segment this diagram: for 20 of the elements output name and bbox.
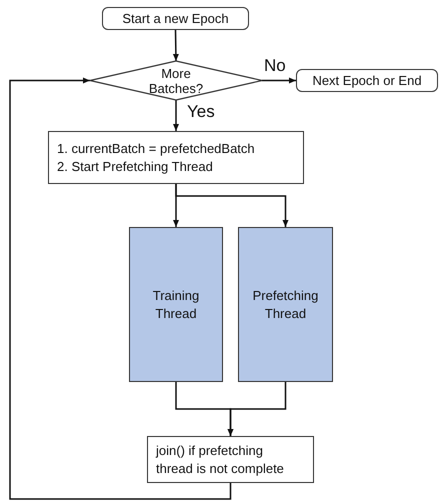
arrow: [172, 30, 179, 62]
node-text: More Batches?: [148, 66, 204, 96]
arrow: [9, 78, 232, 500]
node-text: 1. currentBatch = prefetchedBatch: [57, 140, 255, 158]
terminal-box: [296, 69, 438, 92]
node-text: Training Thread: [152, 286, 200, 322]
arrow: [228, 382, 286, 436]
terminal-box: [102, 7, 249, 30]
arrow: [175, 184, 288, 227]
node-text: Next Epoch or End: [312, 72, 422, 90]
process-box: [147, 436, 314, 483]
node-text: Prefetching Thread: [252, 286, 320, 322]
node-text: join() if prefetching thread is not complete: [156, 442, 285, 478]
thread-box: [238, 227, 333, 382]
thread-box: [129, 227, 223, 382]
arrow: [262, 78, 296, 84]
arrow: [173, 100, 179, 131]
node-text: Start a new Epoch: [122, 10, 229, 28]
node-text: 2. Start Prefetching Thread: [57, 158, 213, 176]
process-box: [48, 131, 304, 184]
